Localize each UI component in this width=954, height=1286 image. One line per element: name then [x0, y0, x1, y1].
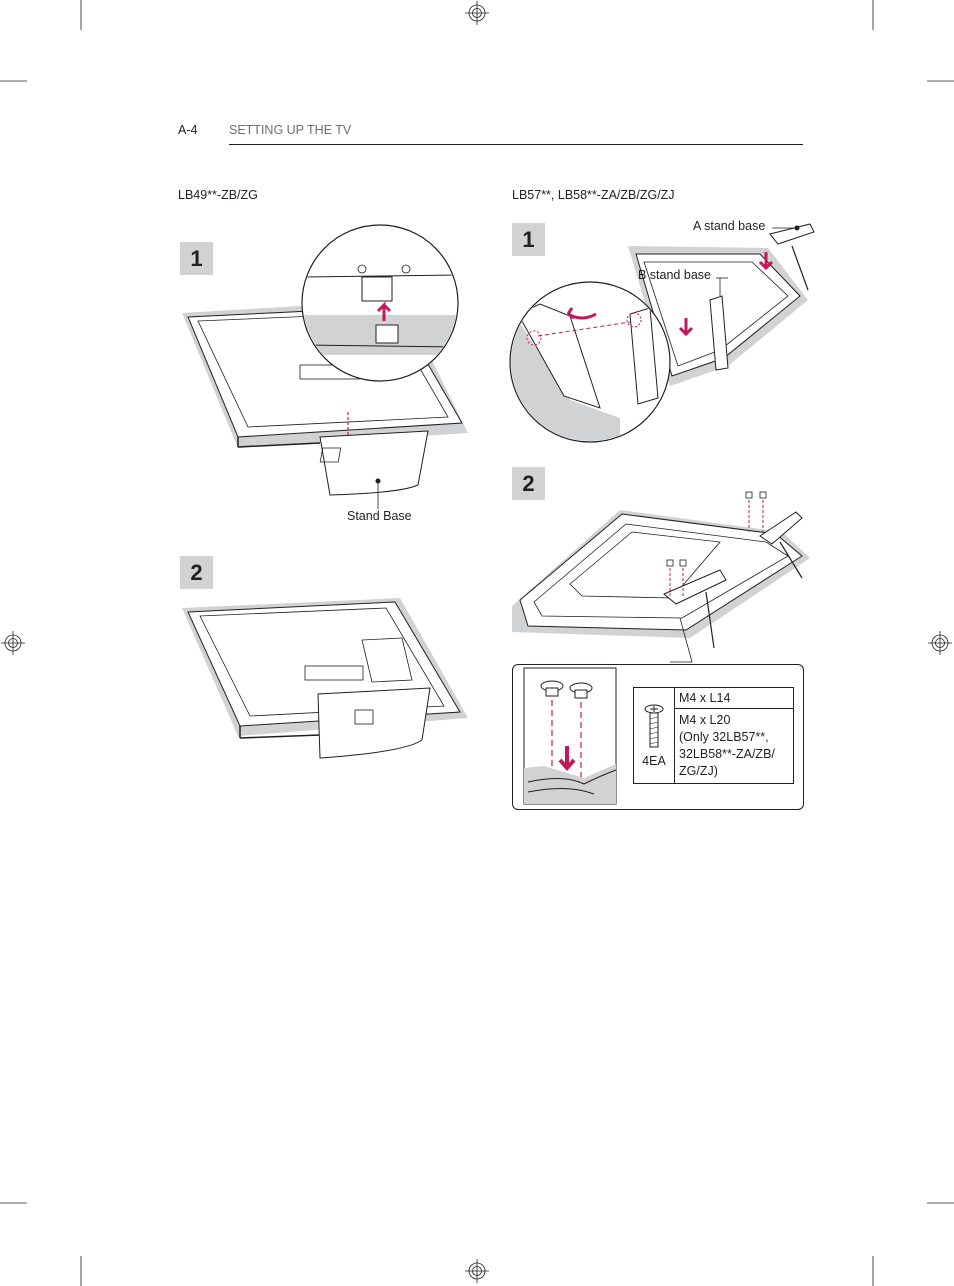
screw-spec-1: M4 x L14 — [674, 687, 794, 709]
screw-icon — [644, 704, 664, 748]
right-step-2-badge: 2 — [512, 467, 545, 500]
a-stand-base-label: A stand base — [693, 219, 766, 233]
header-rule — [229, 144, 803, 145]
left-model-title: LB49**-ZB/ZG — [178, 188, 258, 202]
screw-spec-2-line2: (Only 32LB57**, — [679, 730, 769, 744]
screw-quantity: 4EA — [642, 754, 666, 768]
screw-spec-2-line3: 32LB58**-ZA/ZB/ — [679, 747, 775, 761]
right-step2-illustration — [512, 491, 810, 663]
screw-spec-2-line1: M4 x L20 — [679, 713, 731, 727]
right-step-1-badge: 1 — [512, 223, 545, 256]
screw-spec-table: 4EA M4 x L14 M4 x L20 (Only 32LB57**, 32… — [633, 687, 794, 784]
registration-mark-bottom — [465, 1259, 489, 1283]
stand-base-label: Stand Base — [347, 509, 412, 523]
left-step1-illustration — [182, 224, 468, 509]
left-step-1-badge: 1 — [180, 242, 213, 275]
screw-spec-2: M4 x L20 (Only 32LB57**, 32LB58**-ZA/ZB/… — [674, 708, 794, 784]
b-stand-base-label: B stand base — [638, 268, 711, 282]
registration-mark-right — [928, 631, 952, 655]
registration-mark-top — [465, 1, 489, 25]
screw-insertion-detail — [523, 667, 617, 805]
page-number: A-4 — [178, 123, 198, 137]
screw-spec-2-line4: ZG/ZJ) — [679, 764, 718, 778]
registration-mark-left — [1, 631, 25, 655]
left-step2-illustration — [182, 598, 468, 759]
left-step-2-badge: 2 — [180, 556, 213, 589]
section-title: SETTING UP THE TV — [229, 123, 352, 137]
screw-icon-cell: 4EA — [633, 687, 675, 784]
right-step1-illustration — [509, 223, 815, 443]
right-model-title: LB57**, LB58**-ZA/ZB/ZG/ZJ — [512, 188, 675, 202]
